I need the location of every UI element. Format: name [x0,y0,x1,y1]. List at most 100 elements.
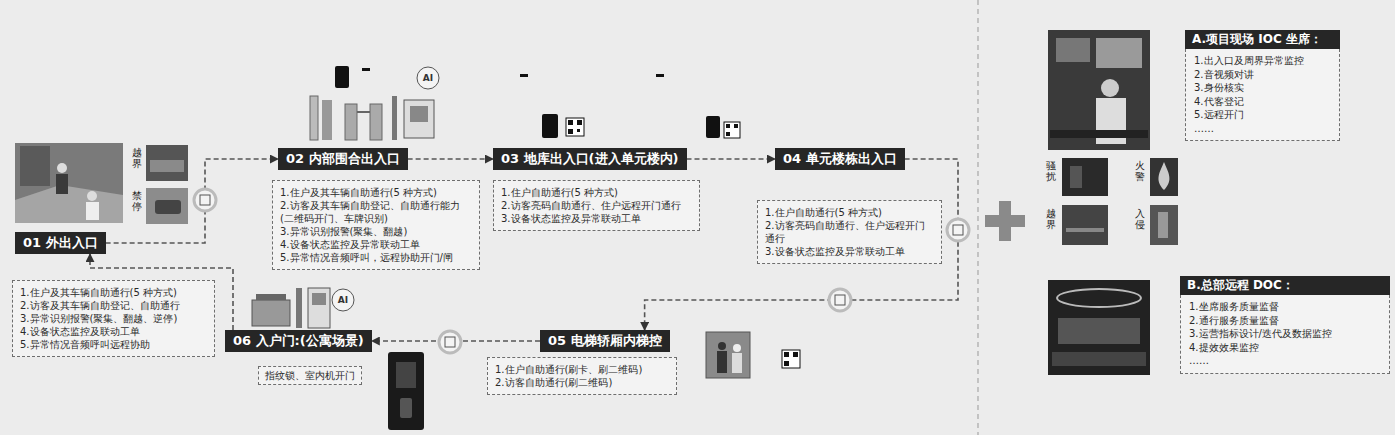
panel-box: 1.出入口及周界异常监控2.音视频对讲3.身份核实4.代客登记5.远程开门…… [1185,49,1340,141]
alarm-photo [1062,158,1108,196]
station-icon [829,289,851,311]
street-road [15,185,123,223]
note-box: 指纹锁、室内机开门 [258,366,362,385]
camera-photo [146,145,188,181]
person-body [86,202,99,220]
list-item: 2.访客亮码自助通行、住户远程开门通行 [765,219,934,245]
qr-code [784,352,789,357]
qr-code [724,122,740,138]
flame-symbol [1159,162,1170,190]
feature-list: 1.住户自助通行(刷卡、刷二维码)2.访客自助通行(刷二维码) [487,357,677,395]
station-name: 01 外出入口 [23,235,98,251]
person-body [56,174,68,194]
station-name: 05 电梯轿厢内梯控 [548,333,662,349]
street-building [20,146,50,186]
fire-photo [1150,158,1178,196]
qr-code [568,129,573,134]
flow-arrow [408,158,493,160]
person-head [57,163,67,173]
list-item: 1.住户及其车辆自助通行(5 种方式) [280,186,472,199]
flow-arrow [687,158,776,160]
list-item: 5.异常情况音频呼叫远程协助 [20,338,207,351]
gate-table [256,294,286,300]
kiosk-screen [410,106,428,122]
station-icon [445,337,455,347]
person-head [1101,79,1119,97]
ioc-photo [1048,30,1150,150]
list-item: 1.住户自助通行(刷卡、刷二维码) [495,363,669,376]
turnstile [345,104,357,140]
station-title: 02 内部围合出入口 [278,148,408,170]
qr-code [793,352,798,357]
desk [1050,130,1148,138]
street-photo [15,143,123,223]
person-head [733,344,741,352]
pole [392,96,397,140]
mark [656,74,664,77]
door-lock-handle [400,398,412,418]
turnstile-arm [357,111,370,113]
feature-list: 1.住户及其车辆自助通行(5 种方式)2.访客及其车辆自助登记、自助通行3.异常… [12,280,215,357]
feature-list: 1.住户自助通行(5 种方式)2.访客亮码自助通行、住户远程开门通行3.设备状态… [757,200,942,264]
qr-code [726,124,730,128]
door-lock [388,352,424,430]
list-item: 1.住户及其车辆自助通行(5 种方式) [20,286,207,299]
pole [296,288,302,328]
qr-code [726,132,730,136]
qr-code [577,129,580,132]
qr-code [566,118,584,136]
ai-icon [417,67,439,89]
doc-photo [1048,280,1150,375]
ceiling-light [1057,289,1141,307]
list-item: 5.异常情况音频呼叫，远程协助开门/闸 [280,251,472,264]
person-body [732,353,742,373]
elevator-photo [706,332,750,378]
card-reader [335,66,349,88]
icon-text: AI [420,73,436,84]
alarm-photo-detail [1158,212,1168,238]
person-body [717,351,727,373]
station-icon [835,295,845,305]
qr-code [782,350,800,368]
alarm-photo-detail [1066,228,1104,232]
turnstile [370,104,382,140]
list-item: 2.音视频对讲 [1194,68,1331,82]
qr-code [734,124,738,128]
qr-code [784,361,789,366]
image-tag: 禁停 [132,190,142,212]
feature-list: 1.住户及其车辆自助通行(5 种方式)2.访客及其车辆自助登记、自助通行能力(二… [272,180,480,270]
divider [978,0,979,435]
image-tag: 越界 [132,147,142,169]
list-item: 1.出入口及周界异常监控 [1194,54,1331,68]
alarm-photo [1150,205,1178,245]
list-item: 4.设备状态监控及联动工单 [20,325,207,338]
list-item: 2.访客及其车辆自助登记、自助通行能力(二维码开门、车牌识别) [280,199,472,225]
gate-pillar [322,100,332,140]
flow-arrow [106,159,278,243]
station-title: 05 电梯轿厢内梯控 [540,330,670,352]
list-item: 3.异常识别报警(聚集、翻越) [280,225,472,238]
station-icon [947,219,969,241]
list-item: 2.访客亮码自助通行、住户远程开门通行 [501,199,692,212]
list-item: 3.设备状态监控及异常联动工单 [765,245,934,258]
list-item: …… [1194,122,1331,136]
station-icon [194,189,216,211]
station-name: 03 地库出入口(进入单元楼内) [501,151,679,167]
station-name: 02 内部围合出入口 [286,151,400,167]
car-symbol [155,200,181,214]
station-icon [953,225,963,235]
list-item: 5.远程开门 [1194,108,1331,122]
icon-text: AI [335,295,351,306]
qr-code [577,120,582,125]
station-name: 06 入户门:(公寓场景) [233,333,364,349]
feature-list: 1.住户自助通行(5 种方式)2.访客亮码自助通行、住户远程开门通行3.设备状态… [493,180,700,231]
list-item: …… [1189,354,1381,368]
list-item: 1.坐席服务质量监督 [1189,300,1381,314]
list-item: 4.代客登记 [1194,95,1331,109]
desk [1052,352,1146,366]
monitor [1096,38,1142,68]
panel-heading: B.总部远程 DOC： [1180,276,1390,295]
list-item: 1.住户自助通行(5 种方式) [501,186,692,199]
station-title: 06 入户门:(公寓场景) [225,330,372,352]
